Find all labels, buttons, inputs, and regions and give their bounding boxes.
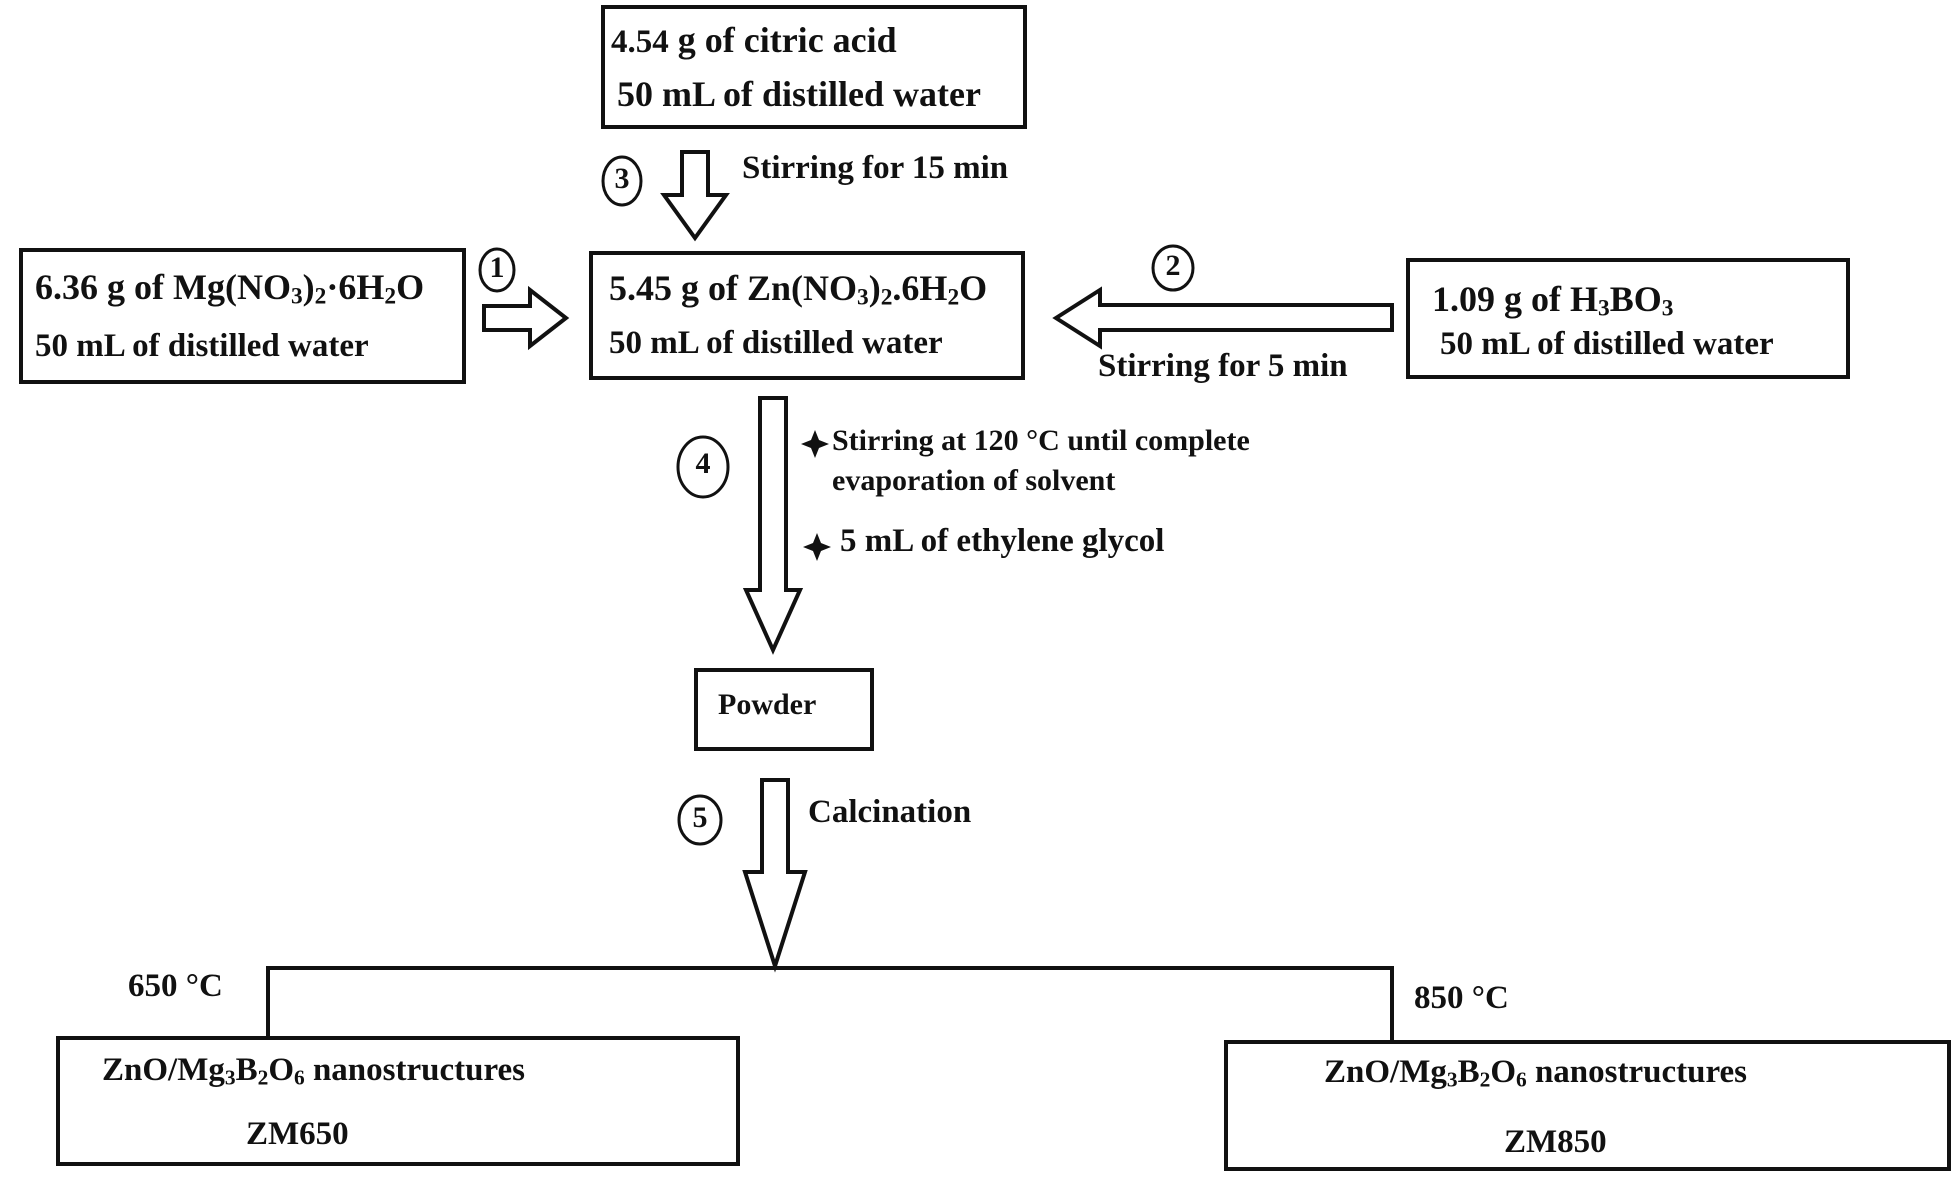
step-number-3: 3 — [614, 162, 630, 195]
arrow-step1 — [482, 285, 570, 351]
zm850-formula: ZnO/Mg3B2O6 nanostructures — [1324, 1054, 1748, 1092]
zm650-formula: ZnO/Mg3B2O6 nanostructures — [102, 1052, 526, 1090]
zm650-box: ZnO/Mg3B2O6 nanostructures ZM650 — [56, 1036, 740, 1166]
mg-water: 50 mL of distilled water — [35, 328, 369, 364]
citric-amount: 4.54 — [611, 24, 669, 60]
arrow-step4 — [742, 396, 804, 655]
step-number-5: 5 — [692, 801, 708, 834]
branch-line — [266, 966, 1394, 1040]
step-number-4: 4 — [695, 447, 711, 480]
zm650-code: ZM650 — [246, 1116, 349, 1152]
zn-water: 50 mL of distilled water — [609, 325, 943, 361]
step-circle-3 — [601, 155, 643, 207]
arrow-step5 — [742, 778, 808, 973]
citric-label: g of citric acid — [668, 20, 897, 60]
label-calcination: Calcination — [808, 794, 972, 830]
powder-label: Powder — [718, 688, 817, 721]
label-stirring-15: Stirring for 15 min — [742, 150, 1009, 186]
mg-nitrate-formula: 6.36 g of Mg(NO3)2·6H2O — [35, 267, 425, 310]
label-stirring-5: Stirring for 5 min — [1098, 348, 1348, 384]
boric-acid-box: 1.09 g of H3BO3 50 mL of distilled water — [1406, 258, 1850, 379]
bullet-star-2 — [803, 533, 831, 561]
label-temp-650: 650 °C — [128, 968, 223, 1004]
step-circle-1 — [478, 247, 516, 293]
powder-box: Powder — [694, 668, 874, 751]
citric-water: 50 mL of distilled water — [617, 74, 981, 114]
bullet-star-1 — [801, 430, 829, 458]
label-stirring-120-line1: Stirring at 120 °C until complete — [832, 424, 1250, 457]
zn-nitrate-box: 5.45 g of Zn(NO3)2.6H2O 50 mL of distill… — [589, 251, 1025, 380]
step-number-1: 1 — [489, 251, 505, 284]
step-circle-2 — [1151, 244, 1195, 292]
arrow-step3 — [660, 150, 730, 242]
step-circle-4 — [676, 435, 730, 499]
boric-formula: 1.09 g of H3BO3 — [1432, 279, 1674, 322]
label-ethylene-glycol: 5 mL of ethylene glycol — [840, 523, 1165, 559]
label-temp-850: 850 °C — [1414, 980, 1509, 1016]
step-circle-5 — [677, 794, 723, 846]
arrow-step2 — [1052, 286, 1394, 350]
mg-nitrate-box: 6.36 g of Mg(NO3)2·6H2O 50 mL of distill… — [19, 248, 466, 384]
label-stirring-120-line2: evaporation of solvent — [832, 464, 1116, 497]
step-number-2: 2 — [1165, 249, 1181, 282]
zm850-code: ZM850 — [1504, 1124, 1607, 1160]
boric-water: 50 mL of distilled water — [1440, 326, 1774, 362]
zm850-box: ZnO/Mg3B2O6 nanostructures ZM850 — [1224, 1040, 1951, 1171]
citric-acid-box: 4.54 g of citric acid 50 mL of distilled… — [601, 5, 1027, 129]
zn-nitrate-formula: 5.45 g of Zn(NO3)2.6H2O — [609, 268, 988, 311]
